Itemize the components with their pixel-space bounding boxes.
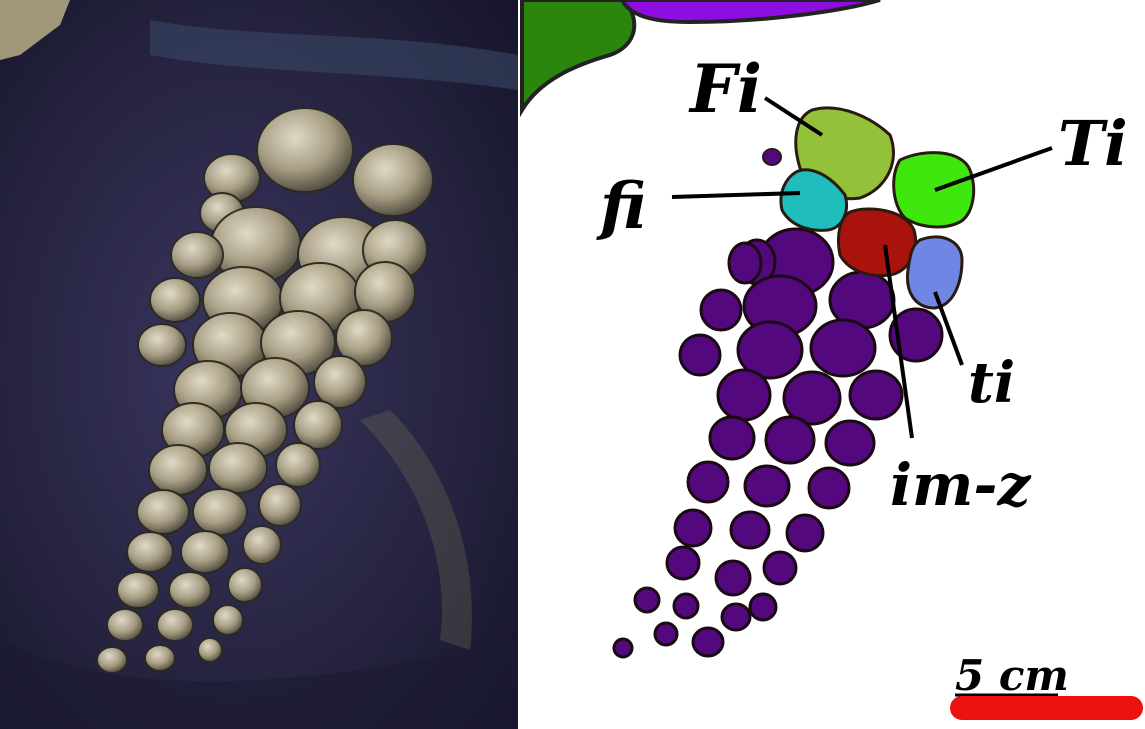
phalanx-bone [729, 243, 761, 283]
fossil-bone [294, 401, 342, 449]
fossil-bone [169, 572, 211, 608]
fossil-bone [314, 356, 366, 408]
fossil-photo [0, 0, 518, 729]
fossil-bone [149, 445, 207, 495]
fossil-bone [353, 144, 433, 216]
scale-bar [950, 696, 1143, 720]
scale-bar-label: 5 cm [955, 651, 1069, 700]
phalanx-bone [764, 552, 796, 584]
phalanx-bone [809, 468, 849, 508]
body-purple-shape [622, 0, 880, 22]
fossil-bone [181, 531, 229, 573]
phalanx-bone [674, 594, 698, 618]
phalanx-bone [745, 466, 789, 506]
fossil-bone [276, 443, 320, 487]
phalanx-bone [722, 604, 750, 630]
intermedium-bone [838, 209, 915, 276]
phalanx-bone [850, 371, 902, 419]
phalanx-bone [716, 561, 750, 595]
fossil-bone [117, 572, 159, 608]
label-intermedium: im-z [890, 451, 1031, 519]
phalanx-bone [718, 370, 770, 420]
phalanx-bone [667, 547, 699, 579]
fossil-bone [97, 647, 127, 673]
phalanx-bone [766, 417, 814, 463]
fossil-bone [137, 490, 189, 534]
label-tibia: Ti [1058, 107, 1128, 180]
small-dot [763, 149, 781, 165]
phalanx-bone [635, 588, 659, 612]
tibia-bone [894, 153, 974, 227]
fossil-bone [209, 443, 267, 493]
fossil-bone [145, 645, 175, 671]
phalanx-bone [614, 639, 632, 657]
fossil-bone [228, 568, 262, 602]
phalanx-bone [701, 290, 741, 330]
phalanx-bone [731, 512, 769, 548]
fossil-bone [259, 484, 301, 526]
phalanx-bone [655, 623, 677, 645]
phalanx-bone [710, 417, 754, 459]
fossil-bone [193, 489, 247, 535]
fossil-bone [107, 609, 143, 641]
label-femur: Fi [688, 50, 762, 128]
fossil-bone [198, 638, 222, 662]
label-tibiale: ti [968, 350, 1015, 416]
fossil-bone [213, 605, 243, 635]
phalanx-bone [787, 515, 823, 551]
phalanx-bone [826, 421, 874, 465]
label-fibulare: fi [596, 169, 647, 244]
fossil-bone [257, 108, 353, 192]
fossil-bone [157, 609, 193, 641]
phalanx-bone [811, 320, 875, 376]
fossil-bone [150, 278, 200, 322]
fossil-bone [243, 526, 281, 564]
phalanx-bone [750, 594, 776, 620]
phalanx-bone [693, 628, 723, 656]
fossil-bone [138, 324, 186, 366]
fossil-bone [127, 532, 173, 572]
phalanx-bone [680, 335, 720, 375]
phalanx-bone [675, 510, 711, 546]
interpretive-drawing: Fi Ti fi ti im-z 5 cm [522, 0, 1143, 720]
body-green-shape [522, 0, 634, 110]
fossil-bone [171, 232, 223, 278]
phalanx-bone [688, 462, 728, 502]
tibiale-bone [907, 237, 962, 308]
